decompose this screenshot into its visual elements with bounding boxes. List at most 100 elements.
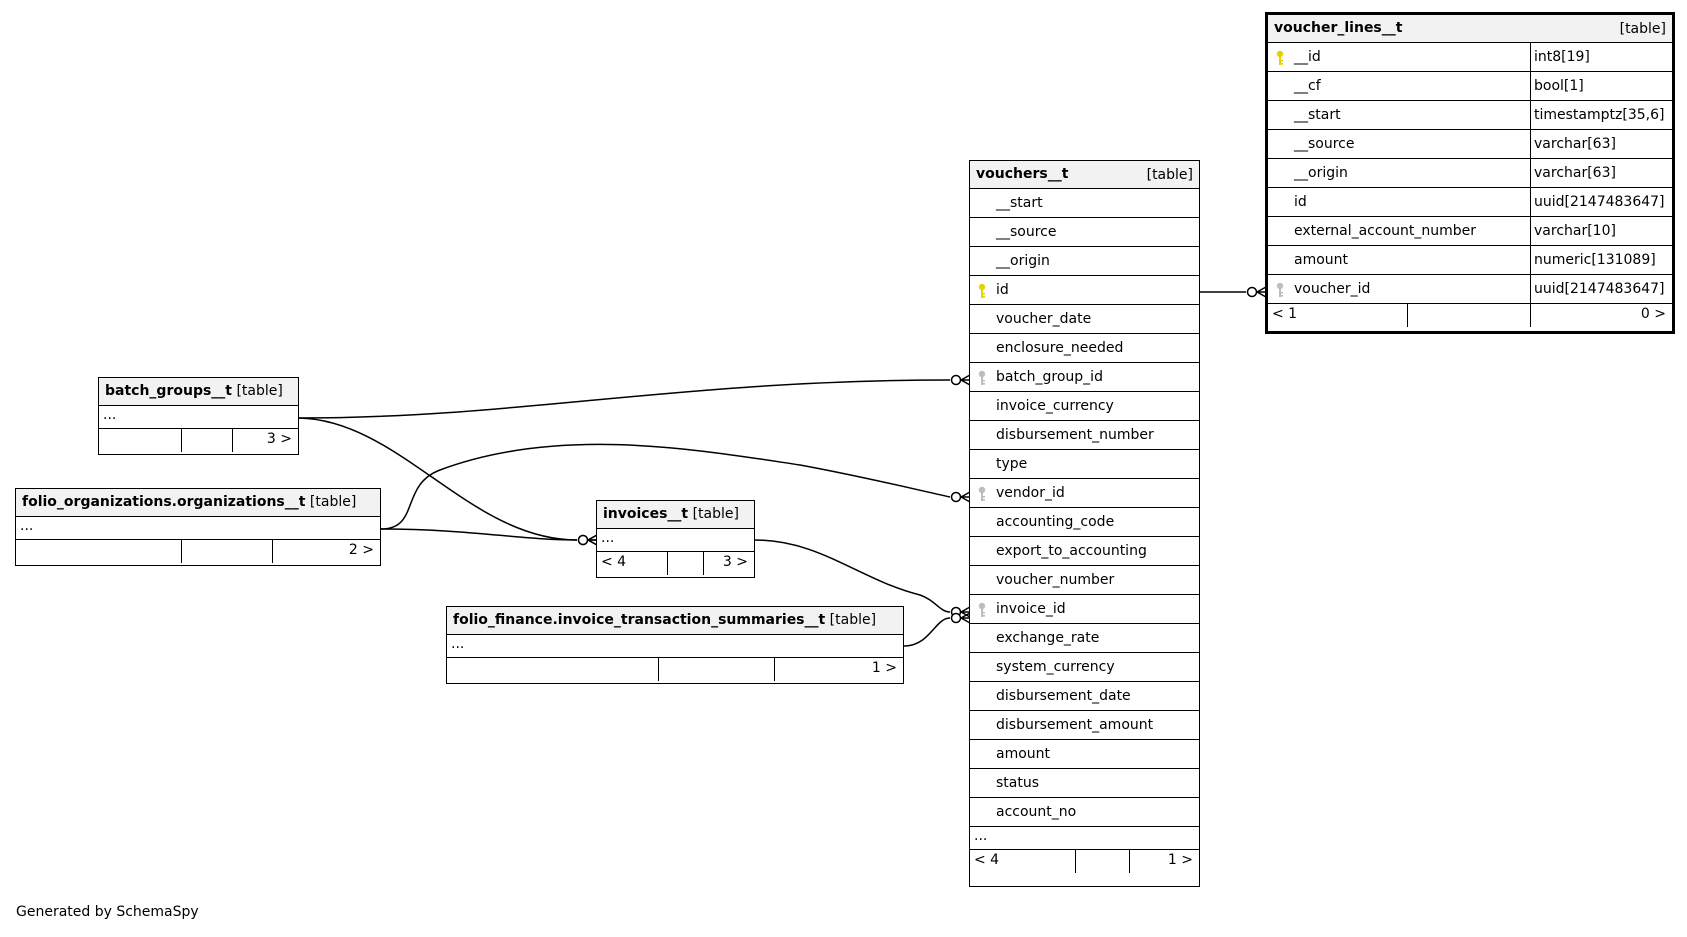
crowfoot-vouchers-batch-group-id <box>950 374 971 386</box>
column-row-voucher-id[interactable]: voucher_id uuid[2147483647] <box>1268 275 1672 304</box>
children-count-cell: 3 > <box>703 552 754 575</box>
column-name: voucher_date <box>996 311 1092 327</box>
column-type: uuid[2147483647] <box>1534 281 1665 297</box>
column-row-origin[interactable]: __origin varchar[63] <box>1268 159 1672 188</box>
table-name: folio_finance.invoice_transaction_summar… <box>453 612 826 628</box>
column-name: invoice_id <box>996 601 1066 617</box>
children-count: 3 > <box>722 554 748 570</box>
column-row-start[interactable]: __start <box>970 189 1199 218</box>
column-row-disbursement-number[interactable]: disbursement_number <box>970 421 1199 450</box>
column-name: type <box>996 456 1028 472</box>
table-header: invoices__t [table] <box>597 501 754 529</box>
column-divider <box>1530 43 1531 71</box>
column-type: varchar[63] <box>1534 165 1616 181</box>
empty-cell <box>181 540 272 563</box>
parents-count-cell <box>447 658 658 681</box>
column-row-accounting-code[interactable]: accounting_code <box>970 508 1199 537</box>
column-name: __source <box>996 224 1057 240</box>
table-footer: < 4 3 > <box>597 552 754 575</box>
column-row-vendor-id[interactable]: vendor_id <box>970 479 1199 508</box>
column-row-voucher-date[interactable]: voucher_date <box>970 305 1199 334</box>
children-count-cell: 1 > <box>1129 850 1199 873</box>
table-header: folio_finance.invoice_transaction_summar… <box>447 607 903 635</box>
column-name: account_no <box>996 804 1077 820</box>
column-divider <box>1530 246 1531 274</box>
column-type: timestamptz[35,6] <box>1534 107 1665 123</box>
generated-by-note: Generated by SchemaSpy <box>16 904 199 920</box>
column-row-disbursement-amount[interactable]: disbursement_amount <box>970 711 1199 740</box>
column-row-id[interactable]: id <box>970 276 1199 305</box>
more-columns-ellipsis: ... <box>970 827 1199 850</box>
column-name: disbursement_amount <box>996 717 1154 733</box>
column-row-type[interactable]: type <box>970 450 1199 479</box>
column-row-invoice-id[interactable]: invoice_id <box>970 595 1199 624</box>
column-row-amount[interactable]: amount <box>970 740 1199 769</box>
table-name: folio_organizations.organizations__t <box>22 494 306 510</box>
table-type-label: [table] <box>1619 21 1666 37</box>
empty-cell <box>181 429 232 452</box>
children-count: 1 > <box>871 660 897 676</box>
column-name: voucher_id <box>1294 281 1371 297</box>
parents-count-cell <box>99 429 181 452</box>
column-name: __origin <box>1294 165 1348 181</box>
column-row-export-to-accounting[interactable]: export_to_accounting <box>970 537 1199 566</box>
children-count-cell: 1 > <box>774 658 903 681</box>
column-name: amount <box>996 746 1051 762</box>
column-divider <box>1530 275 1531 303</box>
table-footer: 1 > <box>447 658 903 681</box>
parents-count-cell: < 4 <box>970 850 1075 873</box>
table-organizations[interactable]: folio_organizations.organizations__t [ta… <box>15 488 381 566</box>
column-row-voucher-number[interactable]: voucher_number <box>970 566 1199 595</box>
children-count-cell: 2 > <box>272 540 380 563</box>
column-name: __start <box>1294 107 1341 123</box>
table-footer: 2 > <box>16 540 380 563</box>
primary-key-icon <box>1276 50 1284 65</box>
column-row-invoice-currency[interactable]: invoice_currency <box>970 392 1199 421</box>
column-name: invoice_currency <box>996 398 1114 414</box>
table-vouchers[interactable]: vouchers__t [table] __start __source __ori… <box>969 160 1200 887</box>
children-count: 0 > <box>1640 306 1666 322</box>
column-row-exchange-rate[interactable]: exchange_rate <box>970 624 1199 653</box>
table-invoice-transaction-summaries[interactable]: folio_finance.invoice_transaction_summar… <box>446 606 904 684</box>
column-row-system-currency[interactable]: system_currency <box>970 653 1199 682</box>
column-name: export_to_accounting <box>996 543 1147 559</box>
table-invoices[interactable]: invoices__t [table] ... < 4 3 > <box>596 500 755 578</box>
table-header: batch_groups__t [table] <box>99 378 298 406</box>
more-columns-ellipsis: ... <box>16 517 380 540</box>
column-row-status[interactable]: status <box>970 769 1199 798</box>
column-name: voucher_number <box>996 572 1115 588</box>
table-type-label: [table] <box>692 506 739 522</box>
more-columns-ellipsis: ... <box>447 635 903 658</box>
column-name: batch_group_id <box>996 369 1103 385</box>
parents-count: < 4 <box>974 852 1000 868</box>
table-type-label: [table] <box>309 494 357 510</box>
column-row-start[interactable]: __start timestamptz[35,6] <box>1268 101 1672 130</box>
column-type: int8[19] <box>1534 49 1590 65</box>
crowfoot-voucher-lines-voucher-id <box>1246 286 1267 298</box>
column-row-source[interactable]: __source <box>970 218 1199 247</box>
column-row-batch-group-id[interactable]: batch_group_id <box>970 363 1199 392</box>
column-type: bool[1] <box>1534 78 1584 94</box>
table-header: folio_organizations.organizations__t [ta… <box>16 489 380 517</box>
table-batch-groups[interactable]: batch_groups__t [table] ... 3 > <box>98 377 299 455</box>
table-header: voucher_lines__t [table] <box>1268 15 1672 43</box>
column-divider <box>1530 72 1531 100</box>
column-row-origin[interactable]: __origin <box>970 247 1199 276</box>
table-name: vouchers__t <box>976 166 1069 182</box>
relation-invoices-vouchers <box>754 539 951 613</box>
column-name: __source <box>1294 136 1355 152</box>
empty-cell <box>1075 850 1129 873</box>
table-header: vouchers__t [table] <box>970 161 1199 189</box>
column-row-enclosure-needed[interactable]: enclosure_needed <box>970 334 1199 363</box>
column-divider <box>1530 130 1531 158</box>
column-row-disbursement-date[interactable]: disbursement_date <box>970 682 1199 711</box>
column-row-account-no[interactable]: account_no <box>970 798 1199 827</box>
